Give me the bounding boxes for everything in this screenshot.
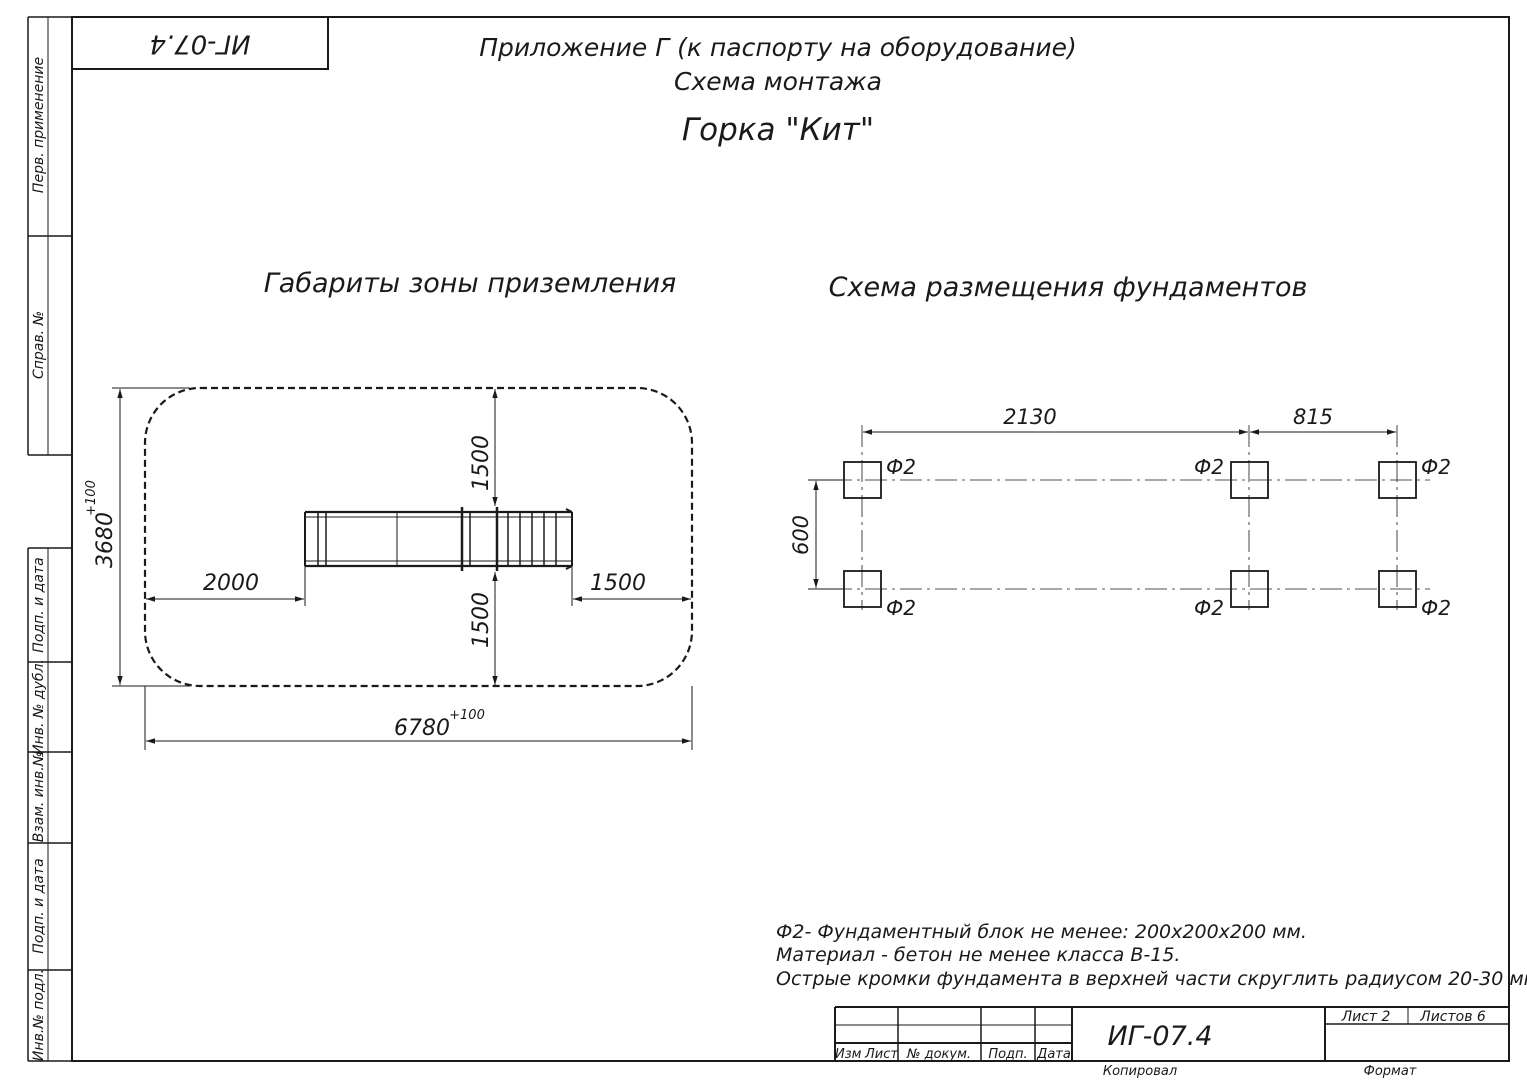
label-podp-i-data-2: Подп. и дата [31, 858, 47, 953]
tb-kopiroval: Копировал [1103, 1064, 1177, 1079]
stamp-box [71, 16, 329, 70]
dim-width-tolerance: +100 [449, 708, 485, 723]
title-block [834, 1006, 1509, 1061]
foundations-title: Схема размещения фундаментов [829, 272, 1308, 303]
dim-span2-text: 815 [1293, 405, 1333, 429]
dim-depth-text: 600 [789, 515, 813, 555]
label-inv-no-dubl: Инв. № дубл. [31, 659, 47, 755]
tb-designation: ИГ-07.4 [1107, 1021, 1212, 1052]
header-appendix: Приложение Г (к паспорту на оборудование… [479, 33, 1077, 62]
landing-zone-title: Габариты зоны приземления [264, 268, 677, 299]
dim-height-text: 3680 [93, 512, 118, 568]
dim-left-text: 2000 [203, 571, 259, 596]
block-label-4: Ф2 [886, 596, 916, 620]
tb-sheet: Лист 2 [1341, 1009, 1391, 1025]
stamp-designation: ИГ-07.4 [149, 29, 250, 59]
tb-col-izm: Изм [835, 1047, 862, 1062]
label-podp-i-data-1: Подп. и дата [31, 557, 47, 652]
label-vzam-inv-no: Взам. инв.№ [31, 752, 47, 843]
label-perv-primenenie: Перв. применение [31, 57, 47, 193]
note-line-1: Ф2- Фундаментный блок не менее: 200х200х… [776, 921, 1307, 943]
tb-col-no-dokum: № докум. [906, 1047, 971, 1062]
foundation-block-5 [1230, 570, 1269, 608]
dim-height-line [112, 387, 190, 687]
dim-top-text: 1500 [469, 435, 494, 491]
dim-bottom-text: 1500 [469, 592, 494, 648]
sheet-frame [71, 16, 1510, 1062]
label-sprav-no: Справ. № [31, 311, 47, 379]
tb-sheets: Листов 6 [1419, 1009, 1486, 1025]
left-margin-strip [27, 16, 72, 1062]
header-scheme: Схема монтажа [674, 67, 882, 96]
block-label-1: Ф2 [886, 455, 916, 479]
tb-format: Формат [1364, 1064, 1417, 1079]
dim-right-text: 1500 [590, 571, 646, 596]
dim-width-line [144, 686, 693, 750]
tb-col-podp: Подп. [988, 1047, 1027, 1062]
slide-plan-view [304, 507, 573, 571]
header-product: Горка "Кит" [682, 112, 874, 148]
dim-depth-line [808, 479, 844, 590]
block-label-3: Ф2 [1421, 455, 1451, 479]
foundation-block-6 [1378, 570, 1417, 608]
block-label-5: Ф2 [1194, 596, 1224, 620]
block-label-6: Ф2 [1421, 596, 1451, 620]
block-label-2: Ф2 [1194, 455, 1224, 479]
foundation-center-lines [830, 425, 1430, 610]
dim-right-line [571, 566, 691, 606]
dim-span1-text: 2130 [1003, 405, 1056, 429]
tb-col-list: Лист [864, 1047, 898, 1062]
landing-zone-outline [143, 386, 694, 688]
label-inv-no-podl: Инв.№ подл. [31, 969, 47, 1061]
foundation-block-3 [1378, 461, 1417, 499]
foundation-block-2 [1230, 461, 1269, 499]
note-line-3: Острые кромки фундамента в верхней части… [776, 968, 1527, 990]
tb-col-data: Дата [1036, 1047, 1071, 1062]
note-line-2: Материал - бетон не менее класса В-15. [776, 944, 1180, 966]
dim-width-text: 6780 [394, 716, 450, 741]
dim-left-line [146, 566, 306, 606]
dim-height-tolerance: +100 [84, 480, 99, 516]
